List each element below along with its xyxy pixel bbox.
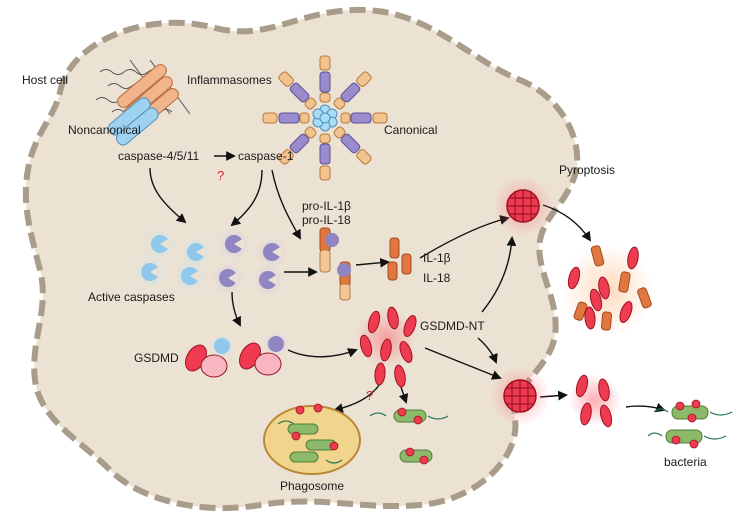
mature-interleukins [387,237,412,281]
released-content [562,244,654,336]
label-phagosome: Phagosome [280,479,344,493]
arrow-active-to-gsdmd [231,291,241,327]
released-gsdmd-nt [569,374,621,428]
label-pro-il1b: pro-IL-1β [302,199,351,213]
label-noncanonical: Noncanonical [68,123,141,137]
label-gsdmd: GSDMD [134,351,179,365]
label-il1b: IL-1β [423,251,451,265]
extracellular-bacteria [647,399,733,449]
label-pyroptosis: Pyroptosis [559,163,615,177]
noncanonical-inflammasome-icon [95,59,191,146]
arrow-nt-to-pore-bottom [424,347,502,380]
label-pro-il18: pro-IL-18 [302,213,351,227]
canonical-inflammasome-icon [262,55,388,181]
arrow-proil-to-il [355,257,390,268]
arrow-nt-to-pore-top [481,236,517,313]
gsdmd-pore-bottom [490,366,550,426]
label-caspase-1: caspase-1 [238,149,294,163]
label-gsdmd-nt: GSDMD-NT [420,319,485,333]
arrow-canonical-to-active [230,169,263,227]
arrow-nt-to-outside [477,337,498,364]
active-caspases-purple [212,228,288,296]
label-il18: IL-18 [423,271,451,285]
arrow-nt-to-phagosome [333,383,381,413]
arrow-gsdmd-to-nt [287,348,358,358]
gsdmd-complexes [185,331,289,378]
label-caspase-4-5-11: caspase-4/5/11 [118,149,199,163]
pro-il-cleavage [319,227,351,301]
host-cell-membrane [22,6,581,512]
label-host-cell: Host cell [22,73,68,87]
gsdmd-nt-fragments [356,306,417,388]
label-active-caspases: Active caspases [88,290,175,304]
label-question-2: ? [366,388,373,403]
label-canonical: Canonical [384,123,437,137]
active-caspases-blue [134,228,212,292]
gsdmd-pore-top [493,176,553,236]
label-question-1: ? [217,168,224,183]
arrow-canonical-to-proil [271,169,301,240]
label-bacteria: bacteria [664,455,707,469]
cytosolic-bacteria [369,407,449,465]
label-inflammasomes: Inflammasomes [187,73,272,87]
arrow-noncanonical-to-active [149,167,187,224]
phagosome [263,403,361,475]
